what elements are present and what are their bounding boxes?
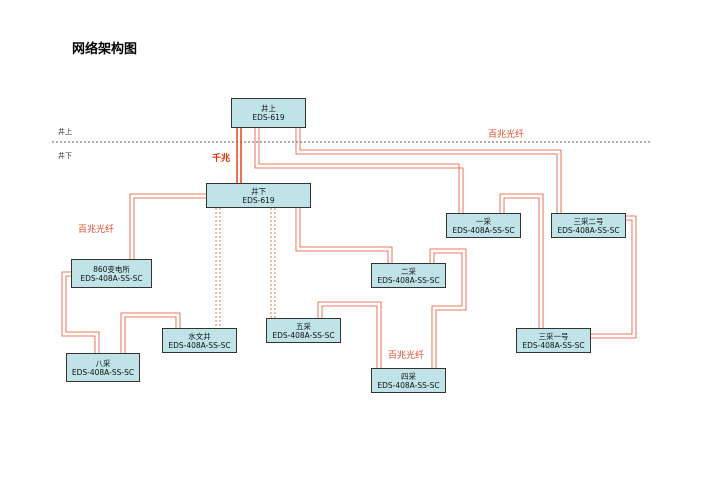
link-underground-substation860 xyxy=(129,193,207,259)
link-surface-sancai2 xyxy=(295,128,562,214)
node-model: EDS-408A-SS-SC xyxy=(377,380,440,390)
link-ercai-sicai xyxy=(429,248,467,369)
node-name: 井上 xyxy=(261,104,276,113)
link-bacai-shuiwenjing xyxy=(120,312,181,354)
switch-node-substation860[interactable]: 860变电所 EDS-408A-SS-SC xyxy=(71,259,152,288)
switch-node-ercai[interactable]: 二采 EDS-408A-SS-SC xyxy=(371,263,446,288)
node-model: EDS-408A-SS-SC xyxy=(452,225,515,235)
node-name: 三采二号 xyxy=(573,216,604,226)
node-model: EDS-619 xyxy=(242,195,275,205)
node-model: EDS-408A-SS-SC xyxy=(522,340,585,350)
node-name: 四采 xyxy=(401,371,416,381)
node-model: EDS-619 xyxy=(252,113,285,122)
switch-node-bacai[interactable]: 八采 EDS-408A-SS-SC xyxy=(66,353,140,382)
dashed-link-underground-wucai xyxy=(270,208,276,319)
node-name: 一采 xyxy=(476,216,491,226)
switch-node-sicai[interactable]: 四采 EDS-408A-SS-SC xyxy=(371,368,446,393)
switch-node-shuiwenjing[interactable]: 水文井 EDS-408A-SS-SC xyxy=(162,328,237,353)
fiber-label-top-right: 百兆光纤 xyxy=(488,130,525,140)
link-surface-yicai xyxy=(254,128,464,214)
switch-node-surface[interactable]: 井上 EDS-619 xyxy=(231,98,306,128)
zone-label-below: 井下 xyxy=(58,152,72,160)
node-model: EDS-408A-SS-SC xyxy=(168,340,231,350)
link-sancai2-sancai1 xyxy=(590,215,637,339)
zone-label-above: 井上 xyxy=(58,128,72,136)
node-name: 三采一号 xyxy=(538,331,569,341)
node-name: 水文井 xyxy=(188,331,211,341)
page-title: 网络架构图 xyxy=(72,42,138,57)
switch-node-sancai2[interactable]: 三采二号 EDS-408A-SS-SC xyxy=(551,213,626,238)
node-name: 八采 xyxy=(95,358,111,368)
switch-node-yicai[interactable]: 一采 EDS-408A-SS-SC xyxy=(446,213,521,238)
link-substation860-bacai xyxy=(61,271,100,353)
node-name: 860变电所 xyxy=(93,264,130,274)
node-model: EDS-408A-SS-SC xyxy=(71,367,135,377)
node-name: 五采 xyxy=(296,321,311,331)
link-wucai-sicai xyxy=(317,301,382,369)
switch-node-wucai[interactable]: 五采 EDS-408A-SS-SC xyxy=(266,318,341,343)
dashed-link-underground-shuiwenjing xyxy=(215,208,221,329)
node-model: EDS-408A-SS-SC xyxy=(80,273,143,283)
node-model: EDS-408A-SS-SC xyxy=(272,330,335,340)
node-name: 井下 xyxy=(251,186,266,196)
switch-node-sancai1[interactable]: 三采一号 EDS-408A-SS-SC xyxy=(516,328,591,353)
node-name: 二采 xyxy=(401,266,416,276)
fiber-label-left: 百兆光纤 xyxy=(78,225,115,235)
switch-node-underground[interactable]: 井下 EDS-619 xyxy=(206,183,311,208)
link-yicai-sancai1 xyxy=(499,193,544,329)
node-model: EDS-408A-SS-SC xyxy=(557,225,620,235)
fiber-label-bottom: 百兆光纤 xyxy=(388,351,425,361)
node-model: EDS-408A-SS-SC xyxy=(377,275,440,285)
gigabit-label: 千兆 xyxy=(212,154,231,164)
link-underground-ercai xyxy=(295,208,393,264)
gigabit-link-surface-underground xyxy=(236,128,242,184)
